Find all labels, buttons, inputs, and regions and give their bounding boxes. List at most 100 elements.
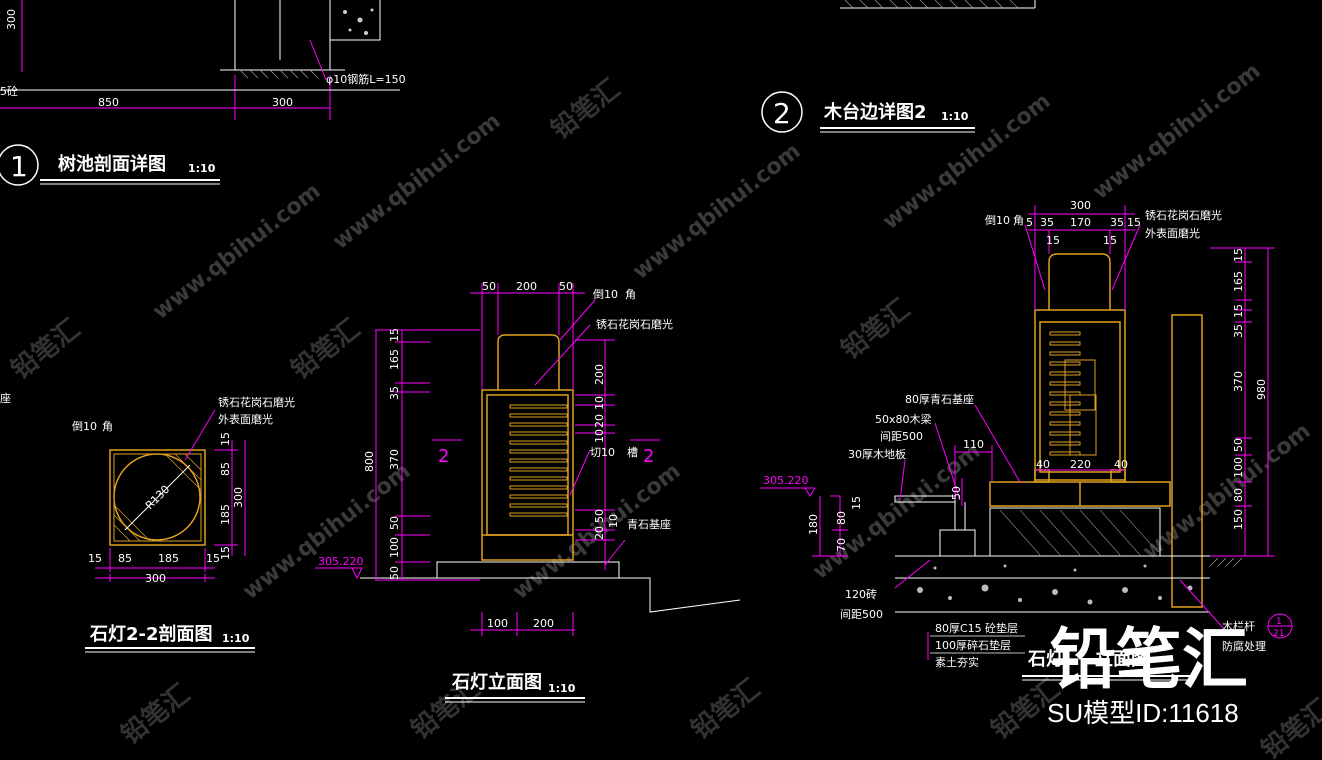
lamp-section-chamfer-unit: 角 (102, 420, 113, 433)
lamp-elev-dim-bottom-1: 100 (487, 617, 508, 630)
lamp-elev-dim-top-3: 50 (559, 280, 573, 293)
detail1-dim-300-side: 300 (5, 9, 18, 30)
deck-dim-top-35b: 35 (1110, 216, 1124, 229)
lamp-elev-dim-left-6: 100 (388, 537, 401, 558)
lamp-elev-dim-total: 800 (363, 451, 376, 472)
deck-detail-group: 300 35 170 35 15 5 15 15 倒10 角 锈石花岗石磨光 外… (760, 199, 1293, 681)
lamp-elev-dim-left-2: 165 (388, 349, 401, 370)
lamp-section-note2: 外表面磨光 (218, 412, 273, 426)
deck-dim-top-300: 300 (1070, 199, 1091, 212)
lamp-elev-section-mark-right: 2 (643, 446, 654, 467)
lamp-elev-dim-left-3: 35 (388, 386, 401, 400)
deck-spacing-note: 间距500 (880, 430, 923, 443)
deck-dim-top-15b: 15 (1046, 234, 1060, 247)
lamp-elev-dim-right-1: 200 (593, 364, 606, 385)
lamp-elev-dim-bottom-2: 200 (533, 617, 554, 630)
lamp-elev-dim-right-5: 50 (593, 509, 606, 523)
lamp-elev-chamfer: 倒10 (593, 288, 618, 301)
brand-logo-text: 铅笔汇 (1050, 621, 1248, 698)
lamp-elevation-scale: 1:10 (548, 682, 576, 695)
deck-note1: 锈石花岗石磨光 (1145, 208, 1222, 222)
lamp-elev-dim-right-7: 10 (607, 514, 620, 528)
lamp-section-dim-right-1: 15 (219, 432, 232, 446)
deck-elevation: 305.220 (763, 474, 809, 487)
lamp-section-dim-right-2: 85 (219, 462, 232, 476)
lamp-section-scale: 1:10 (222, 632, 250, 645)
deck-layer2: 100厚碎石垫层 (935, 638, 1011, 652)
watermark-brand: 铅笔汇 (115, 678, 196, 750)
detail1-number-circle (0, 144, 39, 186)
deck-dim-left-180: 180 (807, 514, 820, 535)
deck-dim-right-8: 80 (1232, 488, 1245, 502)
lamp-elev-dim-left-5: 50 (388, 516, 401, 530)
deck-dim-top-170: 170 (1070, 216, 1091, 229)
lamp-elev-dim-right-4: 10 (593, 429, 606, 443)
watermark-brand: 铅笔汇 (1255, 693, 1322, 760)
deck-beam-note: 50x80木梁 (875, 412, 932, 426)
deck-dim-right-6: 50 (1232, 438, 1245, 452)
watermark-brand: 铅笔汇 (835, 293, 916, 365)
watermark-brand: 铅笔汇 (5, 313, 86, 385)
lamp-elevation-title: 石灯立面图 (451, 671, 542, 693)
lamp-elev-dim-left-7: 50 (388, 566, 401, 580)
deck-brick: 120砖 (845, 587, 877, 601)
deck-dim-right-4: 35 (1232, 324, 1245, 338)
watermark-url: www.qbihui.com (628, 139, 805, 285)
watermark-brand: 铅笔汇 (685, 673, 766, 745)
detail1-rebar-note: φ10钢筋L=150 (326, 72, 406, 86)
deck-note2: 外表面磨光 (1145, 226, 1200, 240)
watermark-url: www.qbihui.com (328, 109, 505, 255)
deck-dim-50: 50 (950, 486, 963, 500)
deck-chamfer-unit: 角 (1013, 214, 1024, 227)
watermark-url: www.qbihui.com (1088, 59, 1265, 205)
lamp-section-dim-right-3: 185 (219, 504, 232, 525)
deck-dim-top-5: 5 (1026, 216, 1033, 229)
deck-dim-40a: 40 (1036, 458, 1050, 471)
lamp-elev-cut-note: 切10 (590, 446, 615, 459)
detail1-title: 树池剖面详图 (58, 153, 166, 175)
detail1-number: 1 (10, 150, 28, 183)
lamp-elev-dim-right-3: 20 (593, 414, 606, 428)
deck-dim-top-15a: 15 (1127, 216, 1141, 229)
deck-dim-right-2: 165 (1232, 271, 1245, 292)
lamp-section-dim-total: 300 (145, 572, 166, 585)
deck-dim-left-70: 70 (835, 538, 848, 552)
lamp-elev-dim-top-2: 200 (516, 280, 537, 293)
deck-dim-220: 220 (1070, 458, 1091, 471)
detail1-scale: 1:10 (188, 162, 216, 175)
lamp-elev-dim-left-1: 15 (388, 328, 401, 342)
lamp-section-dim-bottom-4: 15 (206, 552, 220, 565)
lamp-section-title: 石灯2-2剖面图 (89, 623, 213, 645)
deck-dim-right-3: 15 (1232, 304, 1245, 318)
deck-dim-right-9: 150 (1232, 509, 1245, 530)
lamp-section-dim-right-4: 15 (219, 546, 232, 560)
deck-dim-top-15c: 15 (1103, 234, 1117, 247)
deck-circle-sub: 21 (1273, 629, 1284, 639)
deck-partial-title2: 立面图 (1095, 648, 1149, 670)
deck-circle-number: 1 (1276, 617, 1282, 627)
lamp-elev-section-mark-left: 2 (438, 446, 449, 467)
detail1-group: 850 300 300 5砼 φ10钢筋L=150 1 树池剖面详图 1:10 (0, 0, 406, 186)
deck-side-note2: 防腐处理 (1222, 639, 1266, 653)
lamp-elev-chamfer-unit: 角 (625, 288, 636, 301)
deck-floor-note: 30厚木地板 (848, 447, 906, 461)
detail2-number-circle (761, 91, 803, 133)
detail1-dim-850: 850 (98, 96, 119, 109)
watermark-url: www.qbihui.com (1138, 419, 1315, 565)
deck-layer1: 80厚C15 (935, 622, 982, 635)
lamp-elev-dim-left-4: 370 (388, 449, 401, 470)
detail2-scale: 1:10 (941, 110, 969, 123)
lamp-elev-elevation: 305.220 (318, 555, 364, 568)
deck-partial-title: 石灯 (1027, 649, 1064, 670)
deck-dim-110: 110 (963, 438, 984, 451)
detail2-group: 2 木台边详图2 1:10 (761, 0, 1036, 133)
lamp-section-chamfer: 倒10 (72, 420, 97, 433)
deck-dim-right-1: 15 (1232, 248, 1245, 262)
detail1-dim-300-bottom: 300 (272, 96, 293, 109)
lamp-section-dim-bottom-1: 15 (88, 552, 102, 565)
lamp-section-partial-label: 座 (0, 391, 11, 405)
deck-dim-top-35a: 35 (1040, 216, 1054, 229)
lamp-elev-dim-right-2: 10 (593, 396, 606, 410)
deck-dim-40b: 40 (1114, 458, 1128, 471)
